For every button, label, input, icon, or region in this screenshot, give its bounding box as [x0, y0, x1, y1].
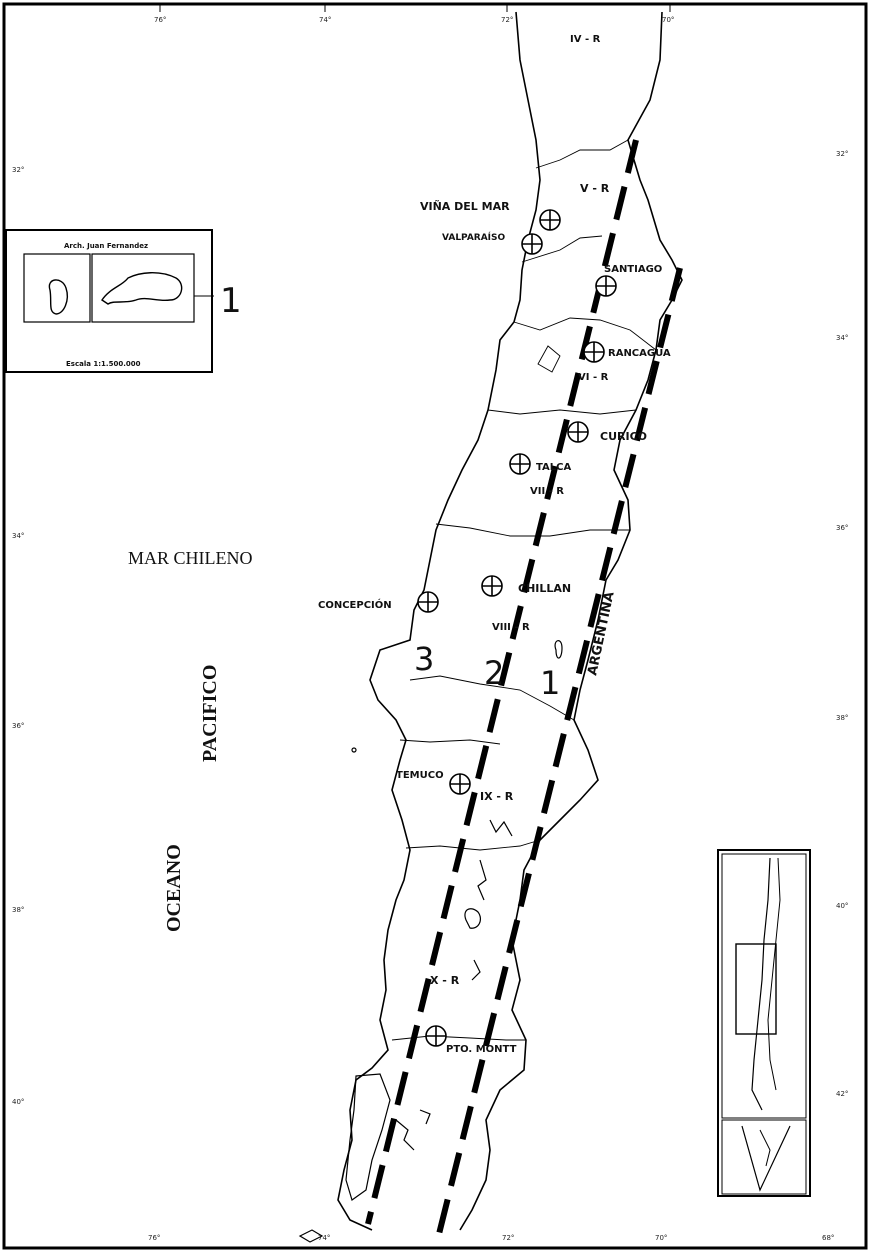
tick-top-76: 76° [154, 16, 166, 24]
juan-fernandez-inset: Arch. Juan Fernandez Escala 1:1.500.000 … [5, 229, 242, 373]
tick-left-36: 36° [12, 722, 24, 730]
label-rancagua: RANCAGUA [608, 348, 671, 359]
label-talca: TALCA [536, 462, 571, 473]
zone-line-east [433, 267, 683, 1247]
label-vina-del-mar: VIÑA DEL MAR [420, 200, 510, 213]
label-region-v: V - R [580, 182, 610, 195]
marker-temuco [449, 773, 471, 795]
label-pacifico: PACIFICO [199, 665, 221, 762]
tick-left-40: 40° [12, 1098, 24, 1106]
tick-right-42: 42° [836, 1090, 848, 1098]
label-santiago: SANTIAGO [604, 264, 662, 275]
tick-right-36: 36° [836, 524, 848, 532]
left-ticks: 32° 34° 36° 38° 40° [12, 166, 24, 1106]
marker-vina [539, 209, 561, 231]
tick-bottom-68: 68° [822, 1234, 834, 1242]
inset-title: Arch. Juan Fernandez [64, 242, 148, 250]
label-region-viii: VIII - R [492, 622, 530, 633]
label-oceano: OCEANO [163, 844, 185, 932]
label-concepcion: CONCEPCIÓN [318, 598, 392, 611]
lakes [298, 640, 563, 1243]
label-region-x: X - R [430, 974, 460, 987]
tick-bottom-74: 74° [318, 1234, 330, 1242]
label-mar-chileno: MAR CHILENO [128, 548, 253, 568]
tick-top-74: 74° [319, 16, 331, 24]
label-chillan: CHILLAN [518, 582, 571, 595]
marker-chillan [481, 575, 503, 597]
marker-pto-montt [425, 1025, 447, 1047]
marker-curico [567, 421, 589, 443]
inset-zone-label: 1 [220, 281, 242, 321]
zone-3-label: 3 [414, 640, 434, 678]
inset-island-east [101, 272, 183, 305]
city-markers [417, 209, 617, 1047]
label-temuco: TEMUCO [396, 770, 444, 781]
chile-locator-inset [717, 849, 811, 1197]
marker-rancagua [583, 341, 605, 363]
zone-divider-lines [365, 139, 683, 1247]
label-region-iv: IV - R [570, 34, 601, 45]
tick-right-32: 32° [836, 150, 848, 158]
top-ticks: 76° 74° 72° 70° [154, 4, 674, 24]
tick-right-34: 34° [836, 334, 848, 342]
tick-bottom-76: 76° [148, 1234, 160, 1242]
region-labels: IV - R V - R VI - R VII - R VIII - R IX … [430, 34, 610, 987]
label-valparaiso: VALPARAÍSO [442, 231, 506, 243]
tick-left-32: 32° [12, 166, 24, 174]
label-curico: CURICO [600, 430, 647, 443]
label-region-vii: VII - R [530, 486, 564, 497]
tick-bottom-70: 70° [655, 1234, 667, 1242]
tick-right-40: 40° [836, 902, 848, 910]
region-boundaries [391, 139, 657, 1041]
tick-left-34: 34° [12, 532, 24, 540]
city-labels: VIÑA DEL MAR VALPARAÍSO SANTIAGO RANCAGU… [318, 200, 671, 1055]
locator-highlight-box [735, 943, 777, 1035]
zone-line-west [365, 139, 639, 1225]
tick-left-38: 38° [12, 906, 24, 914]
marker-concepcion [417, 591, 439, 613]
andes-border [459, 11, 683, 1231]
tick-top-72: 72° [501, 16, 513, 24]
label-pto-montt: PTO. MONTT [446, 1044, 517, 1055]
chiloe-island [345, 1073, 391, 1201]
label-argentina: ARGENTINA [585, 590, 617, 676]
tick-right-38: 38° [836, 714, 848, 722]
marker-talca [509, 453, 531, 475]
label-region-ix: IX - R [480, 790, 514, 803]
bottom-ticks: 76° 74° 72° 70° 68° [148, 1234, 834, 1242]
marker-santiago [595, 275, 617, 297]
zone-1-label: 1 [540, 664, 560, 702]
label-region-vi: VI - R [578, 372, 609, 383]
right-ticks: 32° 34° 36° 38° 40° 42° [836, 150, 848, 1098]
tick-top-70: 70° [662, 16, 674, 24]
zone-numbers: 3 2 1 [414, 640, 560, 702]
marker-valparaiso [521, 233, 543, 255]
tick-bottom-72: 72° [502, 1234, 514, 1242]
inset-scale: Escala 1:1.500.000 [66, 360, 141, 368]
zone-2-label: 2 [484, 654, 504, 692]
inset-island-west [48, 279, 68, 315]
chile-coastline [337, 11, 541, 1231]
